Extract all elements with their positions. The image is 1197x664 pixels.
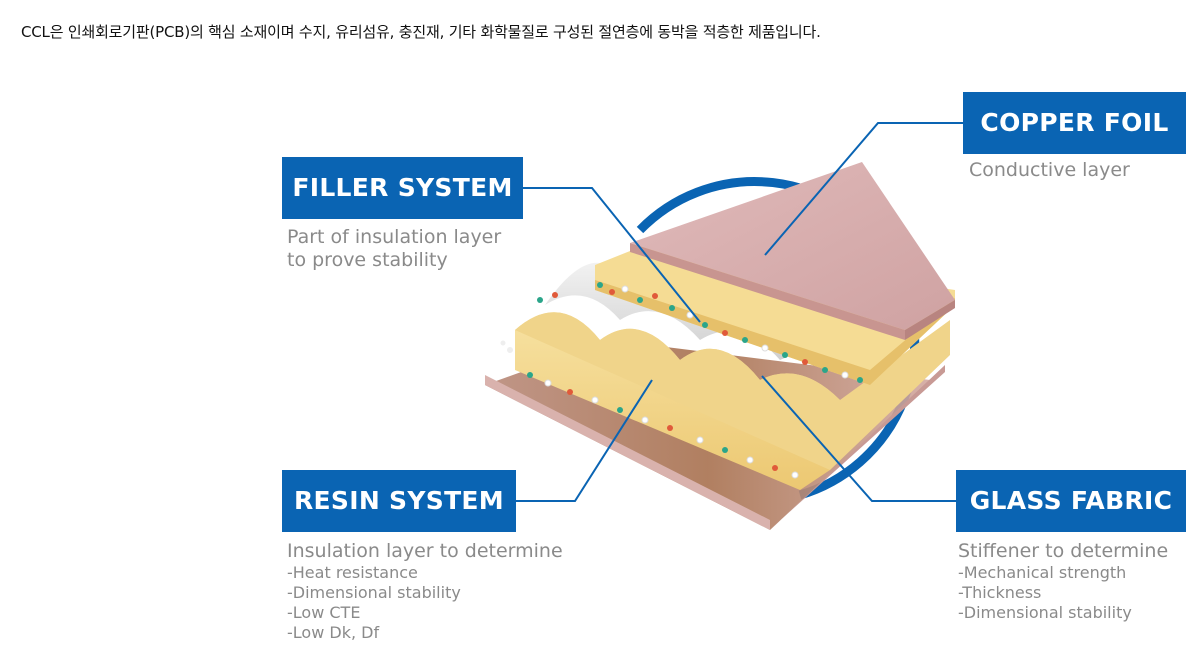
- resin-property-item: -Low CTE: [287, 603, 361, 622]
- resin-description-line: Insulation layer to determine: [287, 540, 563, 562]
- glass-connector: [761, 375, 956, 502]
- copper-foil-description: Conductive layer: [969, 159, 1130, 182]
- glass-property-item: -Thickness: [958, 583, 1042, 602]
- connector-lines: [516, 122, 963, 502]
- filler-particles: [500, 282, 863, 479]
- resin-connector: [516, 379, 653, 502]
- glass-fabric-description: Stiffener to determine -Mechanical stren…: [958, 540, 1168, 623]
- resin-property-item: -Low Dk, Df: [287, 623, 380, 642]
- copper-description-line: Conductive layer: [969, 159, 1130, 181]
- glass-description-line: Stiffener to determine: [958, 540, 1169, 562]
- glass-fabric-label: GLASS FABRIC: [956, 470, 1186, 532]
- filler-connector: [523, 187, 701, 323]
- resin-layer: [515, 312, 950, 490]
- resin-property-item: -Dimensional stability: [287, 583, 461, 602]
- glass-property-item: -Mechanical strength: [958, 563, 1127, 582]
- resin-property-item: -Heat resistance: [287, 563, 418, 582]
- resin-system-label: RESIN SYSTEM: [282, 470, 516, 532]
- copper-connector: [764, 122, 963, 256]
- filler-description-line: to prove stability: [287, 249, 448, 271]
- filler-description-line: Part of insulation layer: [287, 226, 502, 248]
- intro-text: CCL은 인쇄회로기판(PCB)의 핵심 소재이며 수지, 유리섬유, 충진재,…: [21, 23, 821, 41]
- glass-property-item: -Dimensional stability: [958, 603, 1132, 622]
- filler-system-label: FILLER SYSTEM: [282, 157, 523, 219]
- filler-system-description: Part of insulation layer to prove stabil…: [287, 226, 501, 272]
- resin-system-description: Insulation layer to determine -Heat resi…: [287, 540, 563, 643]
- top-copper-foil: [630, 162, 955, 340]
- copper-foil-label: COPPER FOIL: [963, 92, 1186, 154]
